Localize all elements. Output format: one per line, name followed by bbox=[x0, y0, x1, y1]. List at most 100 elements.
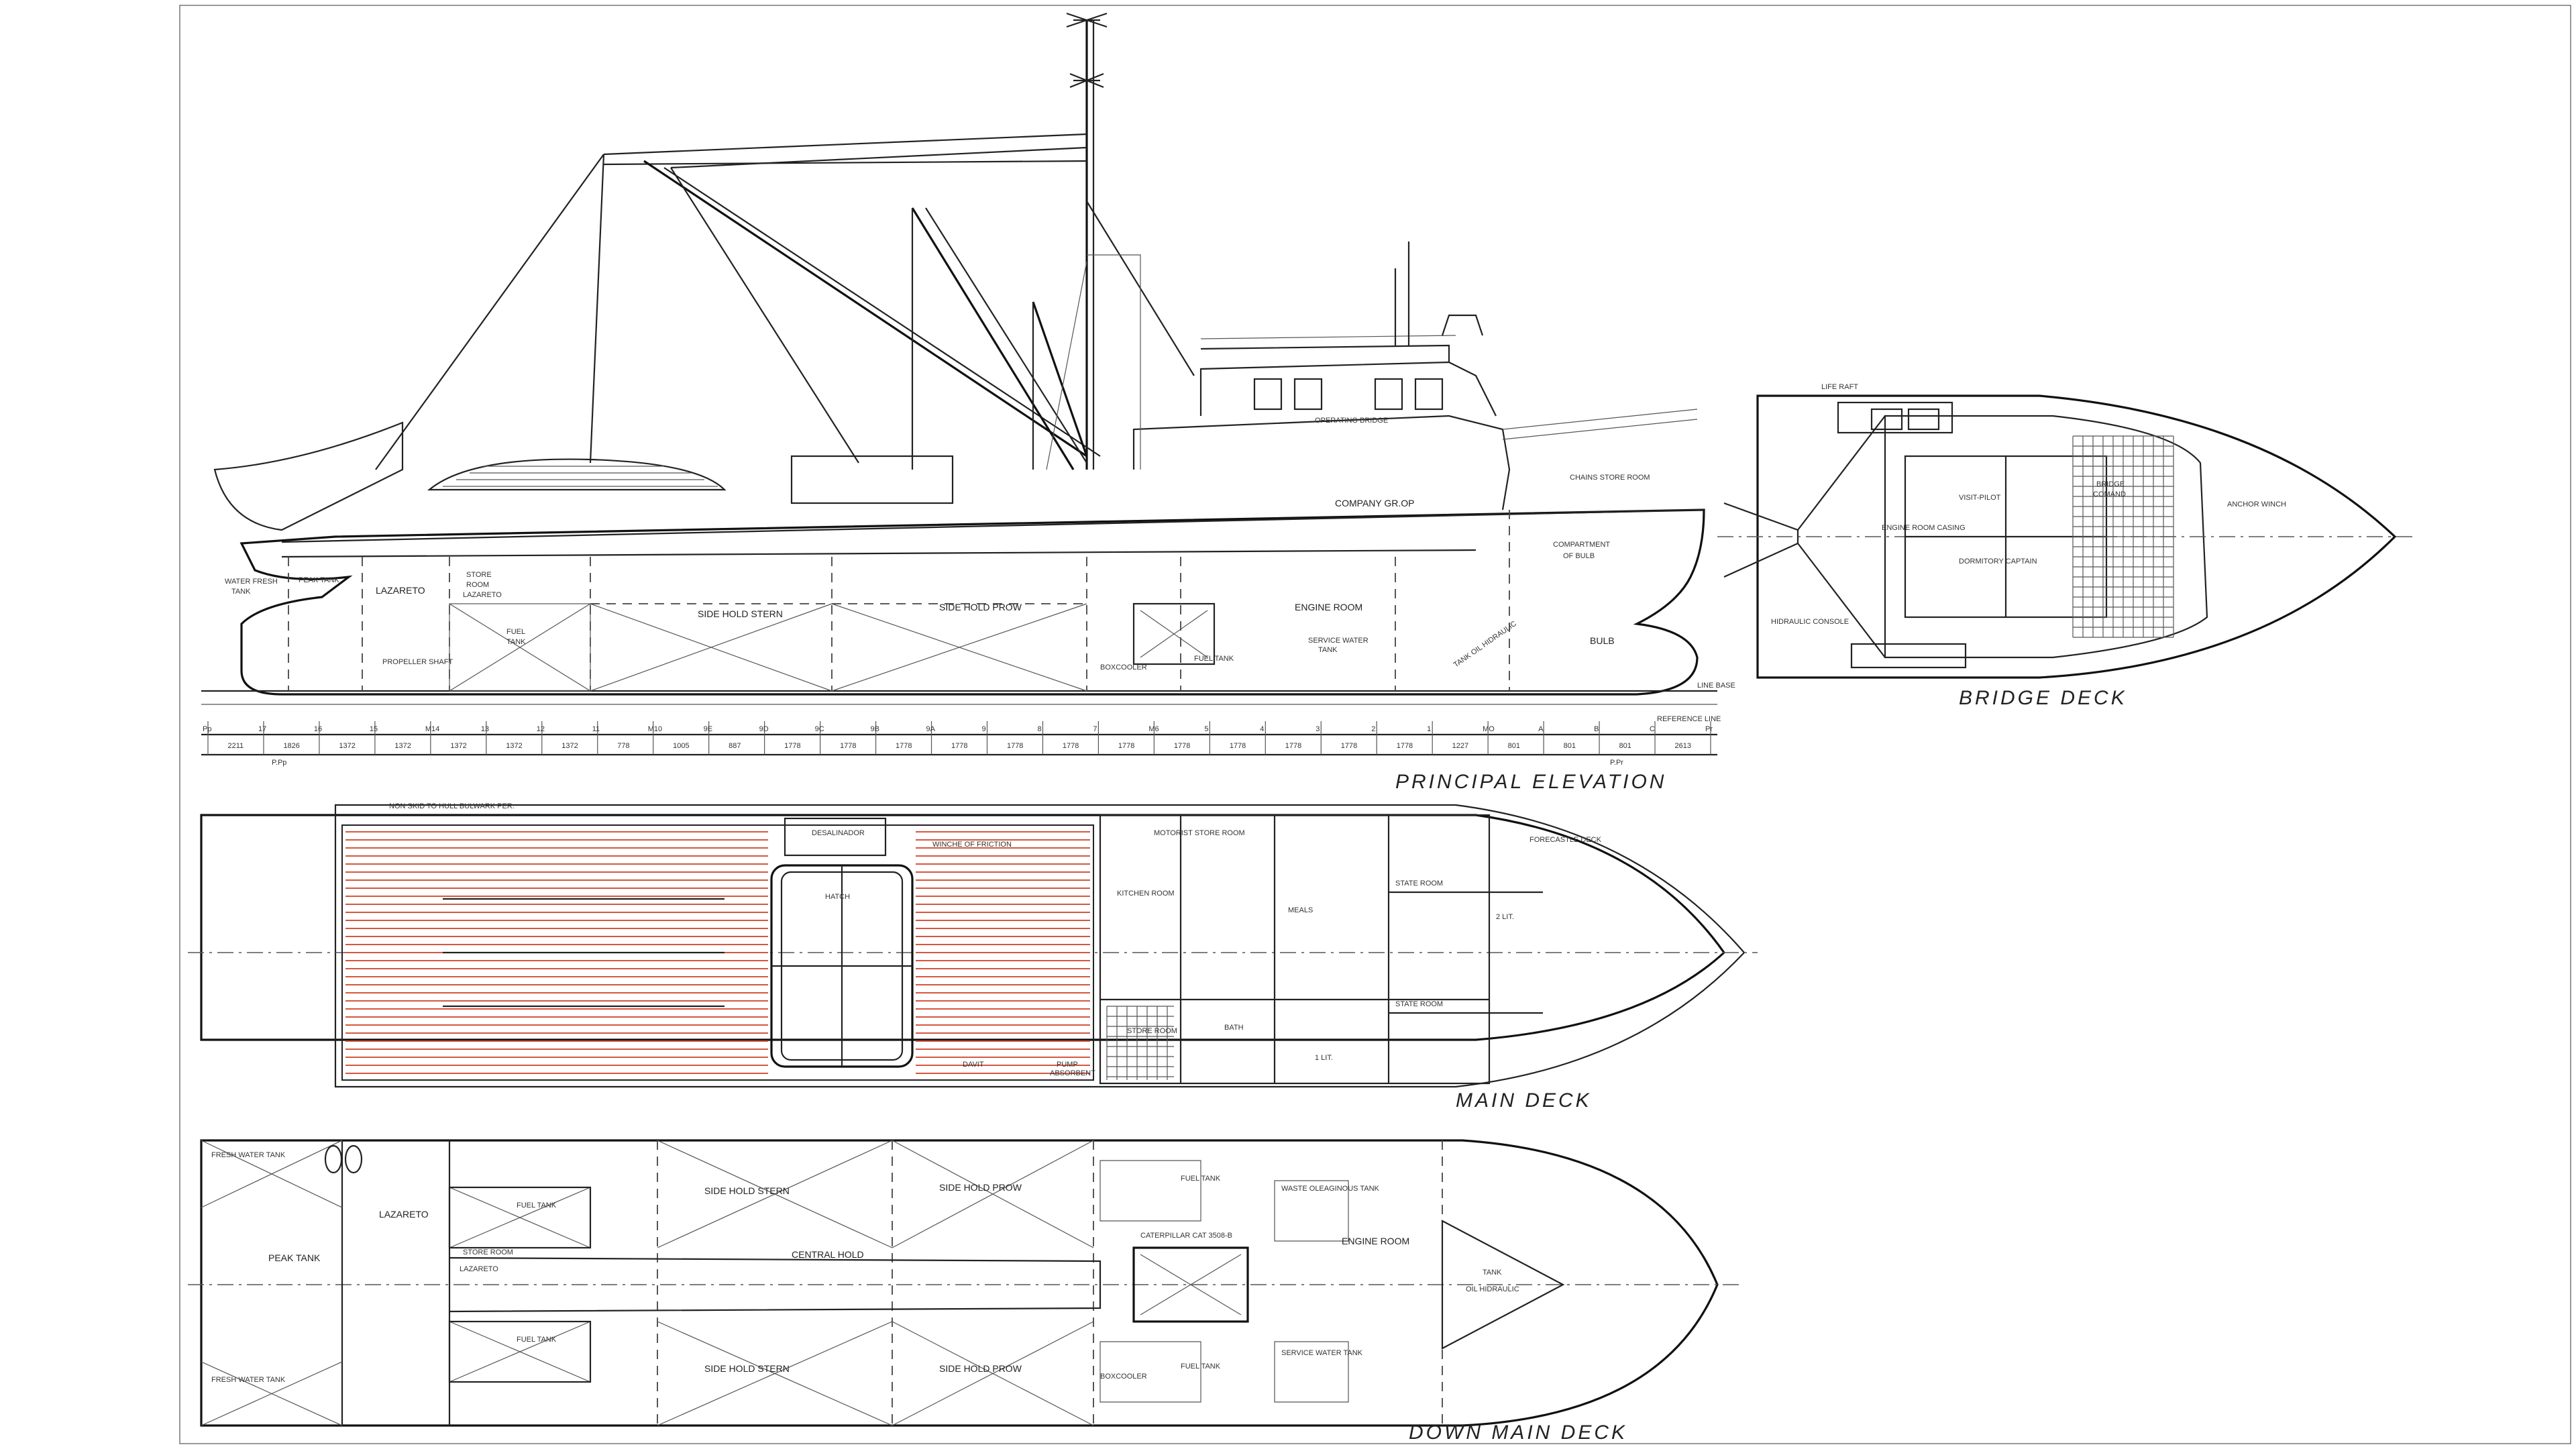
label-life-raft: LIFE RAFT bbox=[1821, 383, 1858, 391]
frame-spacing-label: 1778 bbox=[1341, 742, 1357, 750]
label-lazareto-2: LAZARETO bbox=[463, 591, 502, 599]
label-waste-oleaginous: WASTE OLEAGINOUS TANK bbox=[1281, 1185, 1380, 1193]
label-pp-left: P.Pp bbox=[272, 759, 286, 767]
frame-spacing-label: 1826 bbox=[283, 742, 299, 750]
label-fuel-tank-a: FUEL TANK bbox=[517, 1201, 557, 1210]
label-hidraulic-console: HIDRAULIC CONSOLE bbox=[1771, 618, 1849, 626]
label-engine-room-casing: ENGINE ROOM CASING bbox=[1882, 524, 1966, 532]
label-line-base: LINE BASE bbox=[1697, 682, 1735, 690]
frame-spacing-label: 1778 bbox=[1118, 742, 1134, 750]
frame-label: 15 bbox=[370, 725, 378, 733]
skiff bbox=[213, 421, 404, 531]
label-pump: PUMP bbox=[1057, 1061, 1078, 1069]
frame-spacing-label: 1005 bbox=[673, 742, 689, 750]
label-fuel-tank: FUEL TANK bbox=[1194, 655, 1234, 663]
superstructure bbox=[1132, 241, 1698, 511]
label-desalinador: DESALINADOR bbox=[812, 829, 865, 837]
frame-spacing-label: 1372 bbox=[561, 742, 578, 750]
label-boxcooler: BOXCOOLER bbox=[1100, 663, 1147, 672]
frame-label: 9D bbox=[759, 725, 769, 733]
title-down-main-deck: DOWN MAIN DECK bbox=[1409, 1421, 1627, 1444]
label-chains-store-room: CHAINS STORE ROOM bbox=[1570, 474, 1650, 482]
frame-label: 13 bbox=[481, 725, 489, 733]
label-down-lazareto-2: LAZARETO bbox=[460, 1265, 498, 1273]
label-tank-2: TANK bbox=[506, 638, 526, 646]
label-fuel: FUEL bbox=[506, 628, 525, 636]
label-store-room: STORE ROOM bbox=[1127, 1027, 1177, 1035]
main-deck-view: NON SKID TO HULL BULWARK PER. DESALINADO… bbox=[188, 802, 1758, 1112]
label-visit-pilot: VISIT-PILOT bbox=[1959, 494, 2001, 502]
label-of-bulb: OF BULB bbox=[1563, 552, 1595, 560]
frame-label: MO bbox=[1483, 725, 1495, 733]
label-anchor-winch: ANCHOR WINCH bbox=[2227, 500, 2286, 508]
frame-label: 4 bbox=[1260, 725, 1264, 733]
frame-label: 9C bbox=[815, 725, 824, 733]
label-side-hold-stern-a: SIDE HOLD STERN bbox=[704, 1185, 790, 1196]
label-tank: TANK bbox=[231, 588, 251, 596]
label-bulb: BULB bbox=[1590, 635, 1615, 646]
label-service-water: SERVICE WATER bbox=[1308, 637, 1368, 645]
label-kitchen-room: KITCHEN ROOM bbox=[1117, 890, 1175, 898]
frame-label: 11 bbox=[592, 725, 600, 733]
frame-label: 9 bbox=[981, 725, 985, 733]
label-bath: BATH bbox=[1224, 1024, 1244, 1032]
label-side-hold-stern-b: SIDE HOLD STERN bbox=[704, 1363, 790, 1374]
label-fresh-water-tank-2: FRESH WATER TANK bbox=[211, 1376, 286, 1384]
frame-spacing-label: 801 bbox=[1619, 742, 1631, 750]
frame-label: 9B bbox=[871, 725, 879, 733]
frame-label: 12 bbox=[537, 725, 545, 733]
label-fresh-water-tank: FRESH WATER TANK bbox=[211, 1151, 286, 1159]
frame-label: 9E bbox=[704, 725, 712, 733]
label-meals: MEALS bbox=[1288, 906, 1313, 914]
label-down-lazareto: LAZARETO bbox=[379, 1209, 429, 1220]
label-side-hold-prow-a: SIDE HOLD PROW bbox=[939, 1182, 1022, 1193]
frame-spacing-label: 1227 bbox=[1452, 742, 1468, 750]
label-bridge: BRIDGE bbox=[2096, 480, 2125, 488]
label-2-lit: 2 LIT. bbox=[1496, 913, 1514, 921]
frame-spacing-label: 1372 bbox=[394, 742, 411, 750]
label-down-store-room: STORE ROOM bbox=[463, 1248, 513, 1256]
frame-spacing-label: 2613 bbox=[1675, 742, 1691, 750]
frame-scale: Pp2211171826161372151372M141372131372121… bbox=[201, 721, 1717, 756]
frame-spacing-label: 1778 bbox=[1174, 742, 1190, 750]
label-absorbent: ABSORBENT bbox=[1050, 1069, 1095, 1077]
label-operating-bridge: OPERATING BRIDGE bbox=[1315, 417, 1388, 425]
frame-spacing-label: 1778 bbox=[1063, 742, 1079, 750]
frame-label: M6 bbox=[1148, 725, 1159, 733]
net-pile bbox=[427, 458, 727, 491]
drawing-frame bbox=[179, 5, 2571, 1444]
label-winche-friction: WINCHE OF FRICTION bbox=[932, 841, 1012, 849]
label-central-hold: CENTRAL HOLD bbox=[792, 1249, 864, 1260]
label-propeller-shaft: PROPELLER SHAFT bbox=[382, 658, 453, 666]
label-dormitory-captain: DORMITORY CAPTAIN bbox=[1959, 557, 2037, 566]
frame-spacing-label: 801 bbox=[1508, 742, 1520, 750]
frame-label: A bbox=[1538, 725, 1544, 733]
frame-label: M14 bbox=[425, 725, 439, 733]
label-peak-tank: PEAK TANK bbox=[299, 576, 339, 584]
frame-spacing-label: 887 bbox=[729, 742, 741, 750]
main-engine-plan bbox=[1132, 1246, 1249, 1323]
frame-label: B bbox=[1594, 725, 1599, 733]
label-reference-line: REFERENCE LINE bbox=[1657, 715, 1721, 723]
title-main-deck: MAIN DECK bbox=[1456, 1089, 1592, 1112]
label-state-room: STATE ROOM bbox=[1395, 879, 1443, 888]
label-fuel-tank-d: FUEL TANK bbox=[1181, 1362, 1221, 1371]
label-compartment: COMPARTMENT bbox=[1553, 541, 1610, 549]
label-caterpillar: CATERPILLAR CAT 3508-B bbox=[1140, 1232, 1232, 1240]
frame-spacing-label: 1778 bbox=[951, 742, 967, 750]
frame-label: Pp bbox=[203, 725, 211, 733]
principal-elevation-view: WATER FRESH TANK PEAK TANK LAZARETO STOR… bbox=[201, 12, 1735, 793]
planked-deck-area bbox=[341, 824, 1094, 1081]
label-lazareto: LAZARETO bbox=[376, 585, 425, 596]
label-engine-room: ENGINE ROOM bbox=[1295, 602, 1362, 612]
label-side-hold-stern: SIDE HOLD STERN bbox=[698, 608, 783, 619]
label-side-hold-prow: SIDE HOLD PROW bbox=[939, 602, 1022, 612]
label-room: ROOM bbox=[466, 581, 489, 589]
frame-label: 8 bbox=[1037, 725, 1041, 733]
label-service-water-tank: SERVICE WATER TANK bbox=[1281, 1349, 1363, 1357]
masts-and-booms bbox=[375, 12, 1195, 470]
label-water-fresh: WATER FRESH bbox=[225, 578, 278, 586]
label-down-tank: TANK bbox=[1483, 1269, 1502, 1277]
frame-spacing-label: 801 bbox=[1564, 742, 1576, 750]
label-down-peak-tank: PEAK TANK bbox=[268, 1252, 321, 1263]
